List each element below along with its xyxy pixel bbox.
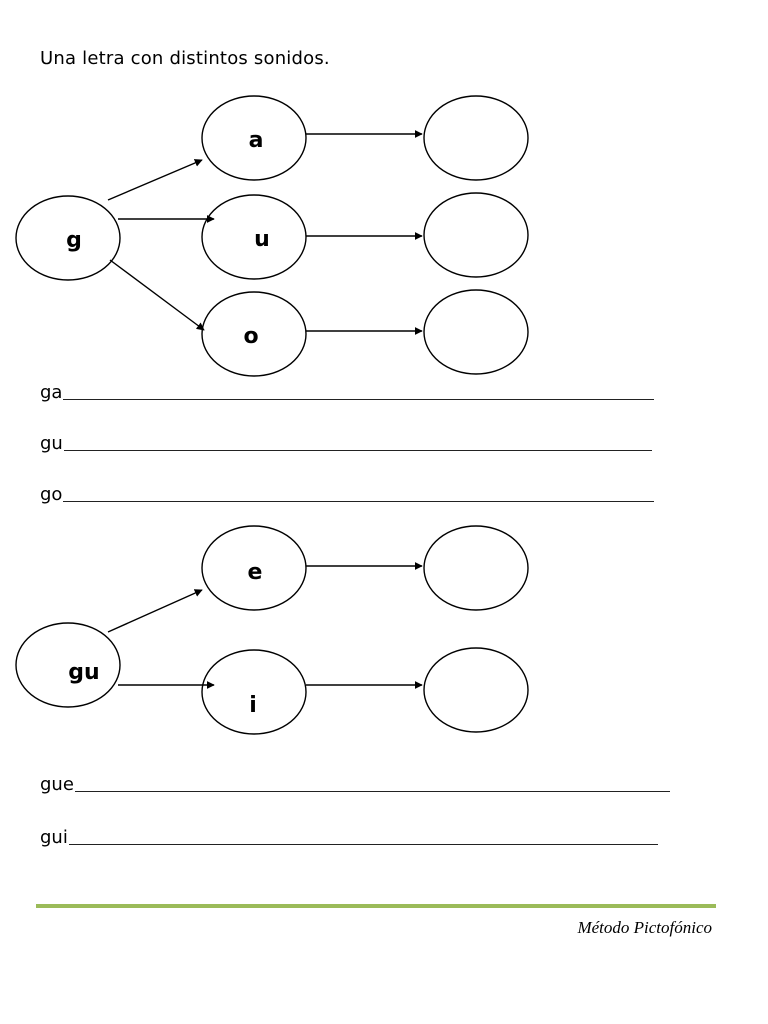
- footer-divider: [36, 904, 716, 908]
- empty-answer-circle[interactable]: [423, 95, 529, 181]
- syllable-prefix: go: [40, 484, 63, 505]
- vowel-label-a: a: [249, 128, 264, 153]
- writing-line-gui[interactable]: gui: [40, 822, 658, 848]
- root-label-g: g: [66, 228, 82, 253]
- empty-answer-circle[interactable]: [423, 647, 529, 733]
- writing-rule: [74, 791, 670, 792]
- diagram-2: gu e i: [15, 525, 529, 735]
- empty-answer-circle[interactable]: [423, 289, 529, 375]
- vowel-node-i: [201, 649, 307, 735]
- writing-line-go[interactable]: go: [40, 479, 654, 505]
- diagram-1: g a u o: [15, 95, 529, 377]
- worksheet-title: Una letra con distintos sonidos.: [40, 48, 330, 69]
- root-label-gu: gu: [68, 660, 99, 685]
- arrow-g-to-o: [109, 259, 205, 331]
- vowel-node-o: [201, 291, 307, 377]
- arrow-gu-to-e: [107, 589, 203, 633]
- writing-line-gue[interactable]: gue: [40, 769, 670, 795]
- syllable-prefix: gu: [40, 433, 63, 454]
- empty-answer-circle[interactable]: [423, 525, 529, 611]
- arrow-g-to-a: [107, 159, 203, 201]
- vowel-label-i: i: [249, 693, 257, 718]
- writing-rule: [68, 844, 658, 845]
- syllable-prefix: gui: [40, 827, 68, 848]
- vowel-label-e: e: [248, 560, 263, 585]
- writing-line-ga[interactable]: ga: [40, 377, 654, 403]
- vowel-node-a: [201, 95, 307, 181]
- writing-line-gu[interactable]: gu: [40, 428, 652, 454]
- syllable-prefix: ga: [40, 382, 63, 403]
- root-node-g: [15, 195, 121, 281]
- vowel-label-u: u: [254, 227, 270, 252]
- vowel-label-o: o: [243, 324, 258, 349]
- writing-rule: [63, 399, 654, 400]
- root-node-gu: [15, 622, 121, 708]
- writing-rule: [63, 501, 654, 502]
- syllable-prefix: gue: [40, 774, 74, 795]
- vowel-node-u: [201, 194, 307, 280]
- writing-rule: [63, 450, 652, 451]
- empty-answer-circle[interactable]: [423, 192, 529, 278]
- vowel-node-e: [201, 525, 307, 611]
- footer-caption: Método Pictofónico: [577, 918, 712, 937]
